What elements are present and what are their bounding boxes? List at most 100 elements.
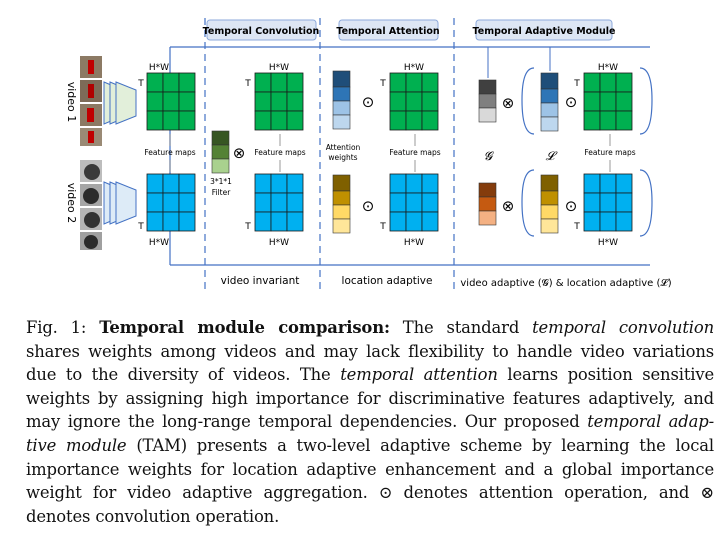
grid-cell bbox=[599, 91, 617, 112]
stage-header-temporal-attention: Temporal Attention bbox=[336, 19, 440, 41]
attn-operator-icon-tam-1: ⊙ bbox=[565, 93, 578, 111]
caption-line-2: shares weights among videos and may lack… bbox=[26, 341, 714, 361]
grid-cell bbox=[162, 192, 180, 213]
grid-cell bbox=[583, 72, 601, 93]
figure-label: Fig. 1: bbox=[26, 318, 87, 337]
grid-cell bbox=[286, 173, 304, 194]
grid-cell bbox=[405, 72, 423, 93]
attention-weights-label-2: weights bbox=[328, 153, 357, 162]
svg-text:H*W: H*W bbox=[404, 238, 424, 248]
caption-line-3: due to the diversity of videos. The temp… bbox=[26, 363, 714, 387]
grid-cell bbox=[178, 72, 196, 93]
grid-cell bbox=[254, 110, 272, 131]
svg-text:Temporal Attention: Temporal Attention bbox=[336, 26, 440, 37]
conv-operator-icon: ⊗ bbox=[233, 144, 246, 162]
grid-cell bbox=[389, 192, 407, 213]
grid-cell bbox=[583, 91, 601, 112]
global-weights-video-1 bbox=[478, 79, 497, 123]
svg-text:T: T bbox=[379, 79, 386, 89]
caption-line-9: denotes convolution operation. bbox=[26, 506, 280, 526]
grid-cell bbox=[162, 211, 180, 232]
grid-cell bbox=[405, 173, 423, 194]
grid-cell bbox=[615, 211, 633, 232]
grid-cell bbox=[146, 72, 164, 93]
figure-caption: Fig. 1: Temporal module comparison: The … bbox=[26, 316, 714, 528]
grid-cell bbox=[599, 192, 617, 213]
feature-map-tam-video-2 bbox=[583, 173, 633, 232]
feature-map-arrows bbox=[169, 134, 611, 172]
temporal-filter: 3*1*1 Filter bbox=[210, 130, 232, 197]
stage-footer-video-invariant: video invariant bbox=[221, 275, 300, 287]
grid-cell bbox=[286, 72, 304, 93]
grid-cell bbox=[146, 173, 164, 194]
grid-cell bbox=[286, 110, 304, 131]
conv-operator-icon-tam-2: ⊗ bbox=[502, 197, 515, 215]
svg-text:H*W: H*W bbox=[149, 238, 169, 248]
grid-cell bbox=[146, 211, 164, 232]
svg-text:Feature maps: Feature maps bbox=[254, 148, 305, 157]
feature-map-grids bbox=[146, 72, 633, 232]
svg-text:T: T bbox=[244, 222, 251, 232]
tam-comparison-figure: Temporal Convolution Temporal Attention … bbox=[65, 18, 672, 290]
svg-text:Temporal Adaptive Module: Temporal Adaptive Module bbox=[473, 26, 616, 37]
grid-cell bbox=[178, 110, 196, 131]
caption-text: may ignore the long-range temporal depen… bbox=[26, 412, 580, 432]
attn-operator-icon-1: ⊙ bbox=[362, 93, 375, 111]
attention-weights-video-2 bbox=[332, 174, 351, 234]
caption-text: due to the diversity of videos. The bbox=[26, 365, 331, 385]
grid-cell bbox=[162, 91, 180, 112]
grid-cell bbox=[421, 72, 439, 93]
grid-cell bbox=[583, 211, 601, 232]
grid-cell bbox=[162, 72, 180, 93]
svg-text:Feature maps: Feature maps bbox=[144, 148, 195, 157]
attn-operator-icon-2: ⊙ bbox=[362, 197, 375, 215]
svg-text:Filter: Filter bbox=[212, 188, 231, 197]
grid-cell bbox=[583, 173, 601, 194]
grid-cell bbox=[615, 91, 633, 112]
grid-cell bbox=[254, 173, 272, 194]
caption-line-8: weight for video adaptive aggregation. ⊙… bbox=[26, 483, 714, 503]
grid-cell bbox=[270, 211, 288, 232]
grid-cell bbox=[286, 192, 304, 213]
video-1-label: video 1 bbox=[65, 82, 78, 123]
feature-map-input-video-1 bbox=[146, 72, 196, 131]
attention-weights-video-1 bbox=[332, 70, 351, 130]
caption-title: Temporal module comparison: bbox=[99, 318, 390, 337]
grid-cell bbox=[599, 72, 617, 93]
svg-text:T: T bbox=[573, 79, 580, 89]
grid-cell bbox=[405, 192, 423, 213]
grid-cell bbox=[421, 211, 439, 232]
grid-cell bbox=[146, 110, 164, 131]
svg-text:T: T bbox=[137, 222, 144, 232]
grid-cell bbox=[270, 192, 288, 213]
grid-cell bbox=[270, 110, 288, 131]
grid-cell bbox=[178, 211, 196, 232]
caption-emph: temporal attention bbox=[340, 365, 498, 385]
grid-cell bbox=[599, 110, 617, 131]
grid-cell bbox=[421, 110, 439, 131]
svg-text:Temporal Convolution: Temporal Convolution bbox=[203, 26, 320, 37]
grid-cell bbox=[286, 211, 304, 232]
grid-cell bbox=[599, 173, 617, 194]
grid-cell bbox=[162, 110, 180, 131]
svg-text:T: T bbox=[379, 222, 386, 232]
grid-cell bbox=[254, 72, 272, 93]
stage-footer-location-adaptive: location adaptive bbox=[342, 275, 433, 287]
caption-emph: tive module bbox=[26, 435, 127, 455]
attn-operator-icon-tam-2: ⊙ bbox=[565, 197, 578, 215]
grid-cell bbox=[178, 91, 196, 112]
tam-brackets bbox=[521, 67, 653, 237]
svg-text:H*W: H*W bbox=[598, 63, 618, 73]
feature-map-tam-video-1 bbox=[583, 72, 633, 131]
grid-cell bbox=[615, 110, 633, 131]
grid-cell bbox=[270, 91, 288, 112]
video-2-label: video 2 bbox=[65, 183, 78, 224]
grid-cell bbox=[421, 173, 439, 194]
grid-cell bbox=[254, 91, 272, 112]
l-symbol: 𝓛 bbox=[546, 149, 558, 163]
video-2-frames bbox=[80, 160, 102, 250]
grid-cell bbox=[599, 211, 617, 232]
grid-cell bbox=[146, 192, 164, 213]
grid-cell bbox=[615, 192, 633, 213]
feature-map-conv-video-2 bbox=[254, 173, 304, 232]
